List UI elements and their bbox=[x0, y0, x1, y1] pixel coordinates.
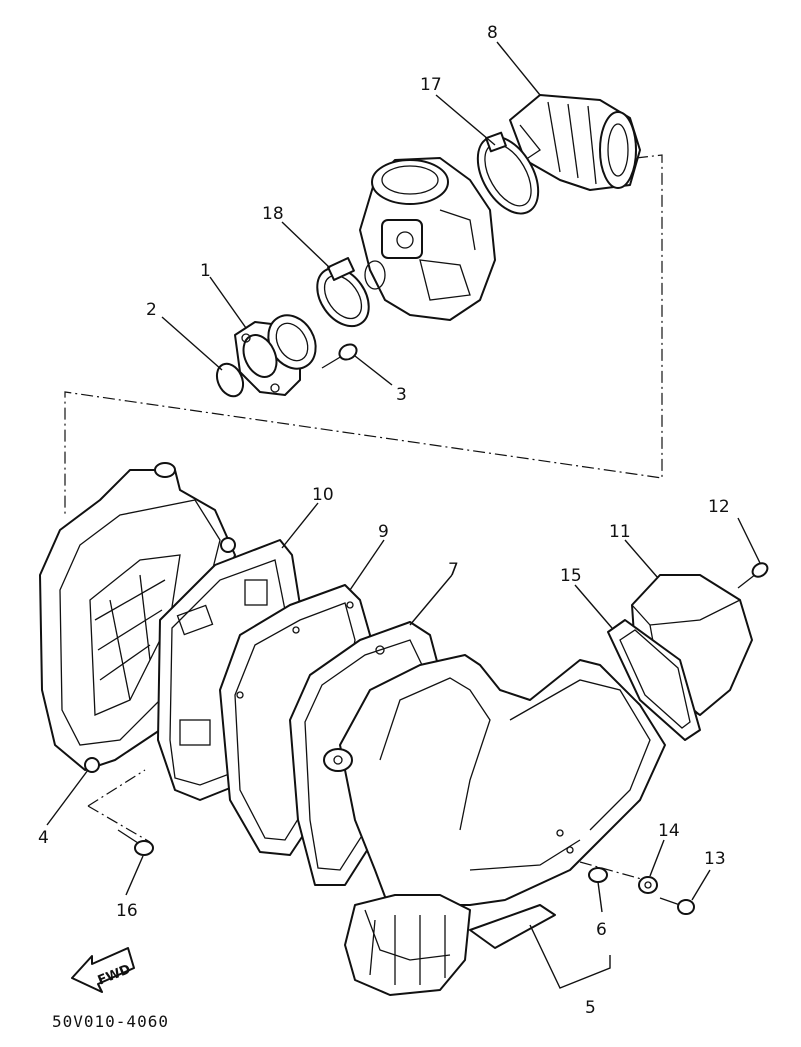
leader-lines bbox=[46, 41, 761, 989]
screw-part-3 bbox=[321, 343, 358, 369]
bolt-part-13 bbox=[659, 897, 695, 915]
callout-6: 6 bbox=[596, 920, 607, 940]
carb-clamp-part bbox=[316, 257, 370, 328]
grommet-part bbox=[588, 867, 608, 883]
cap-gasket-part bbox=[607, 619, 701, 741]
o-ring-part bbox=[215, 362, 245, 398]
callout-7: 7 bbox=[448, 560, 459, 580]
bolt-part-16 bbox=[117, 829, 154, 856]
callout-3: 3 bbox=[396, 385, 407, 405]
callout-16: 16 bbox=[116, 901, 138, 921]
callout-10: 10 bbox=[312, 485, 334, 505]
callout-17: 17 bbox=[420, 75, 442, 95]
manifold-part bbox=[234, 314, 317, 396]
callout-9: 9 bbox=[378, 522, 389, 542]
callout-2: 2 bbox=[146, 300, 157, 320]
callout-12: 12 bbox=[708, 497, 730, 517]
screw-part-12 bbox=[737, 562, 769, 589]
air-filter-case-part bbox=[39, 462, 236, 773]
callout-1: 1 bbox=[200, 261, 211, 281]
intake-joint-part bbox=[509, 94, 641, 191]
callout-14: 14 bbox=[658, 821, 680, 841]
callout-8: 8 bbox=[487, 23, 498, 43]
callout-5: 5 bbox=[585, 998, 596, 1018]
callout-13: 13 bbox=[704, 849, 726, 869]
fwd-arrow-icon: FWD bbox=[71, 947, 135, 993]
callout-18: 18 bbox=[262, 204, 284, 224]
carburetor-part bbox=[359, 157, 496, 321]
drawing-code: 50V010-4060 bbox=[52, 1012, 169, 1031]
callout-11: 11 bbox=[609, 522, 631, 542]
air-filter-cover-part bbox=[323, 654, 666, 996]
callout-15: 15 bbox=[560, 566, 582, 586]
nut-part bbox=[638, 876, 658, 894]
callout-4: 4 bbox=[38, 828, 49, 848]
